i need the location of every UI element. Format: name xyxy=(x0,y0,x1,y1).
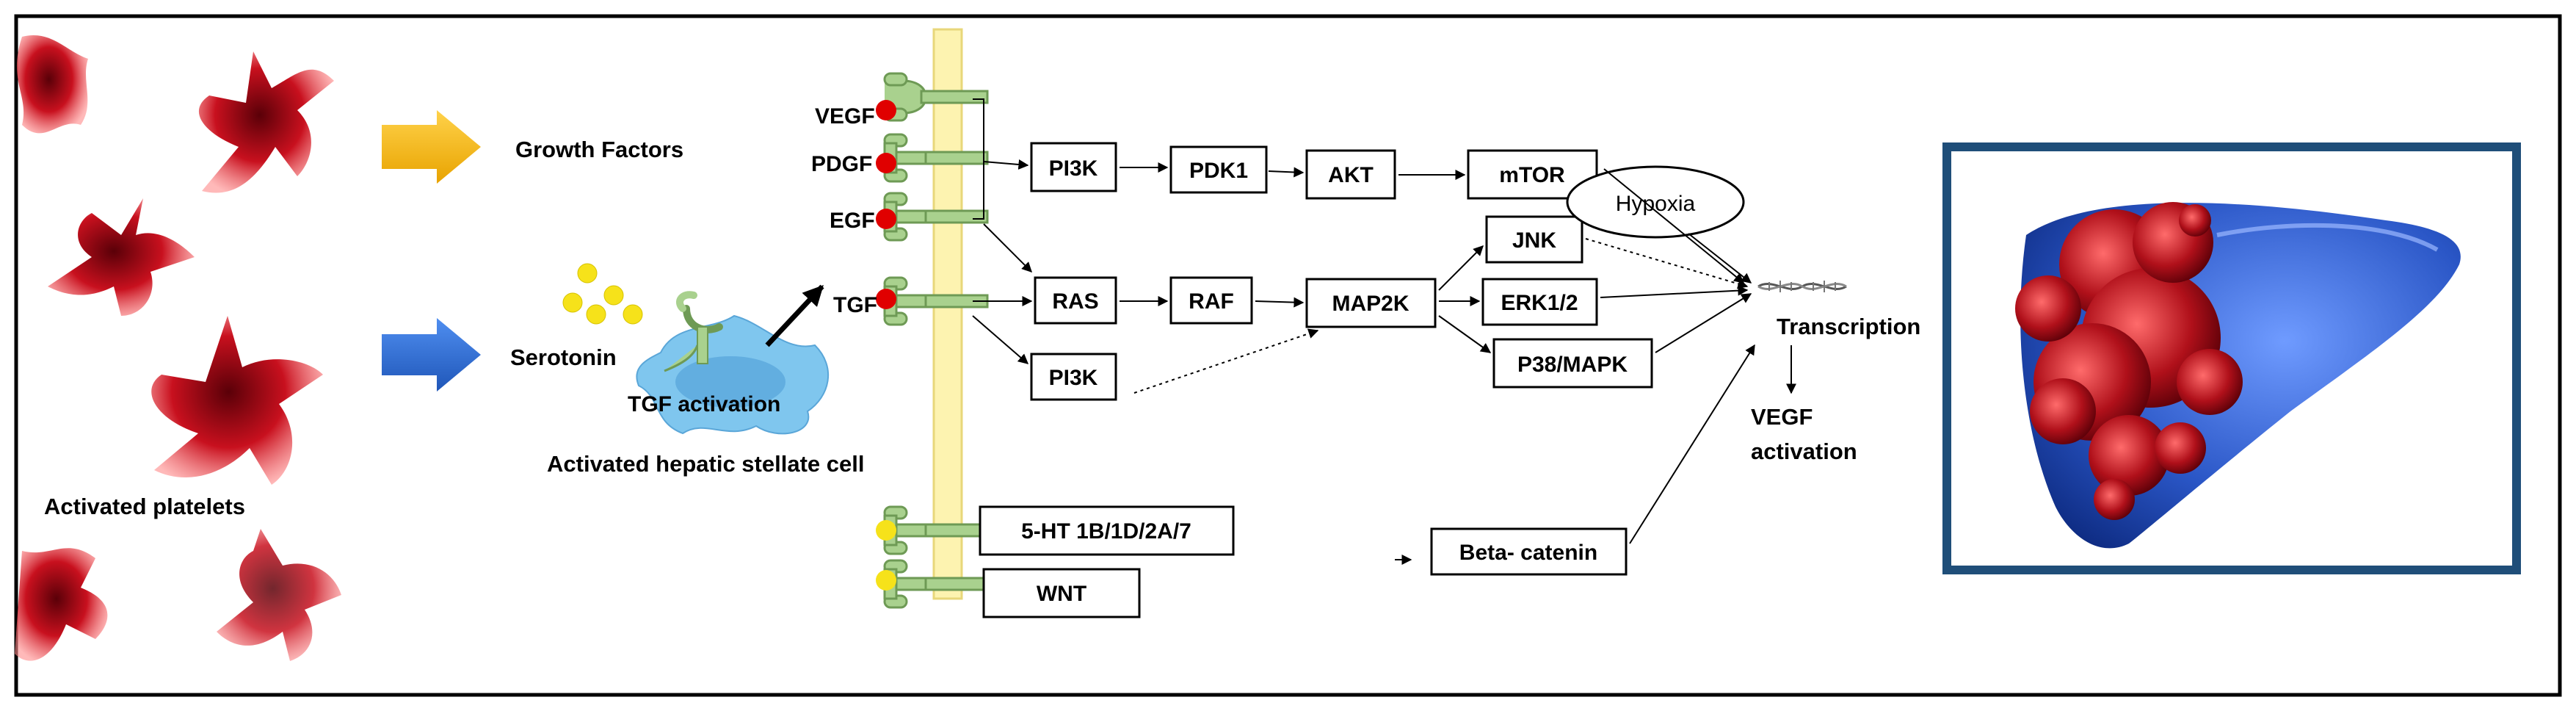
node-p38-label: P38/MAPK xyxy=(1517,353,1628,377)
vegf-activation-label-line2: activation xyxy=(1751,438,1857,464)
tgf-release-arrow xyxy=(765,284,824,347)
growth-factor-arrow xyxy=(382,110,481,184)
wnt-ligand-dot xyxy=(876,570,896,591)
tgf-ligand-dot xyxy=(876,289,896,309)
vegf-activation-label-line1: VEGF xyxy=(1751,404,1813,430)
node-5ht-receptors xyxy=(979,505,1235,556)
node-map2k-label: MAP2K xyxy=(1332,292,1409,316)
stellate-cell-label: Activated hepatic stellate cell xyxy=(547,451,864,477)
pdgf-ligand-dot xyxy=(876,153,896,173)
platelets-label: Activated platelets xyxy=(44,494,245,519)
arrow-erk-transcription xyxy=(1600,285,1749,298)
pdgf-label: PDGF xyxy=(811,152,872,176)
arrow-pi3k-map2k xyxy=(1133,328,1319,394)
growth-factor-bracket xyxy=(973,98,984,220)
egf-label: EGF xyxy=(830,209,875,233)
vegf-ligand-dot xyxy=(876,100,896,120)
node-map2k xyxy=(1305,278,1437,328)
cell-membrane xyxy=(932,28,963,600)
node-p38 xyxy=(1492,338,1653,389)
serotonin-molecules xyxy=(562,263,643,325)
serotonin-ligand-dot xyxy=(876,520,896,541)
node-wnt-label: WNT xyxy=(1037,582,1086,606)
egf-ligand-dot xyxy=(876,209,896,229)
node-5ht-receptors-label: 5-HT 1B/1D/2A/7 xyxy=(1021,519,1191,544)
arrow-raf-map2k xyxy=(1255,297,1305,308)
node-akt xyxy=(1305,149,1396,200)
serotonin-arrow xyxy=(382,318,481,391)
node-beta-catenin-label: Beta- catenin xyxy=(1459,541,1597,565)
platelet-1 xyxy=(16,35,88,134)
node-wnt xyxy=(982,568,1141,618)
stellate-receptor xyxy=(676,291,723,364)
platelet-2 xyxy=(198,51,334,193)
platelet-4 xyxy=(151,316,323,485)
receptor-pdgf xyxy=(883,133,989,183)
pathway-arrows xyxy=(972,159,1796,565)
platelet-3 xyxy=(48,198,195,316)
hepatic-stellate-cell xyxy=(636,314,829,435)
arrow-mtor-transcription xyxy=(1603,168,1745,284)
node-beta-catenin xyxy=(1430,527,1628,576)
node-ras xyxy=(1034,276,1117,325)
figure-frame xyxy=(14,14,2562,697)
platelet-images xyxy=(15,35,341,661)
node-mtor xyxy=(1467,149,1598,200)
transcription-label: Transcription xyxy=(1777,314,1920,339)
node-mtor-label: mTOR xyxy=(1499,163,1565,187)
tumor-mass xyxy=(2015,202,2243,520)
node-pi3k-top xyxy=(1030,142,1117,192)
receptor-group xyxy=(876,72,989,609)
platelet-6 xyxy=(217,529,341,661)
node-akt-label: AKT xyxy=(1328,163,1374,187)
dna-icon xyxy=(1757,281,1847,292)
arrow-bracket-ras xyxy=(983,223,1032,273)
node-hypoxia-label: Hypoxia xyxy=(1616,192,1696,216)
node-jnk xyxy=(1485,215,1583,264)
arrow-betacatenin-transcription xyxy=(1629,344,1755,544)
growth-factors-label: Growth Factors xyxy=(515,137,683,162)
arrow-map2k-jnk xyxy=(1438,245,1484,291)
pathway-nodes: PI3K PDK1 AKT mTOR RAS RAF MAP2K PI3K JN… xyxy=(979,142,1745,618)
arrow-tgf-pi3k xyxy=(972,315,1029,364)
node-pi3k-top-label: PI3K xyxy=(1049,156,1098,181)
node-erk xyxy=(1481,278,1598,326)
vegf-label: VEGF xyxy=(815,104,875,129)
arrow-pdk1-akt xyxy=(1268,167,1305,178)
node-hypoxia xyxy=(1566,165,1745,239)
platelet-5 xyxy=(15,548,108,661)
node-ras-label: RAS xyxy=(1052,289,1098,314)
node-jnk-label: JNK xyxy=(1512,228,1556,253)
node-raf-label: RAF xyxy=(1189,289,1234,314)
node-pi3k-bottom xyxy=(1030,353,1117,401)
liver-image xyxy=(1942,142,2521,574)
receptor-vegf xyxy=(883,72,989,122)
tgf-label: TGF xyxy=(833,293,877,317)
node-raf xyxy=(1169,276,1253,325)
arrow-p38-transcription xyxy=(1655,293,1752,353)
node-pdk1 xyxy=(1169,145,1268,194)
arrow-hypoxia-transcription xyxy=(1688,233,1752,284)
node-erk-label: ERK1/2 xyxy=(1501,291,1578,315)
arrow-jnk-transcription xyxy=(1585,238,1749,289)
serotonin-label: Serotonin xyxy=(510,344,617,370)
node-pdk1-label: PDK1 xyxy=(1189,159,1248,183)
node-pi3k-bottom-label: PI3K xyxy=(1049,366,1098,390)
arrow-bracket-pi3k xyxy=(983,159,1029,170)
arrow-map2k-p38 xyxy=(1438,315,1492,353)
tgf-activation-label: TGF activation xyxy=(628,392,780,416)
